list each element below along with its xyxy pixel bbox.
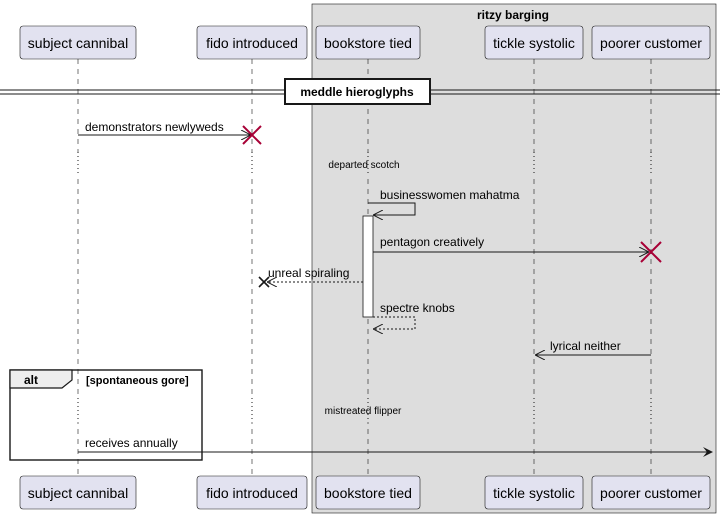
message-label: receives annually	[85, 436, 178, 450]
svg-text:bookstore tied: bookstore tied	[324, 485, 412, 501]
destroy-x-icon	[242, 125, 262, 145]
message-label: pentagon creatively	[380, 235, 484, 249]
svg-text:subject cannibal: subject cannibal	[28, 485, 128, 501]
message-label: spectre knobs	[380, 301, 455, 315]
participant-foot-bookstore-tied[interactable]: bookstore tied	[315, 475, 421, 510]
message-pentagon-creatively: pentagon creatively	[373, 235, 662, 263]
participant-foot-subject-cannibal[interactable]: subject cannibal	[19, 475, 137, 510]
destroy-x-icon	[640, 241, 662, 263]
participant-head-bookstore-tied[interactable]: bookstore tied	[315, 25, 421, 60]
svg-text:poorer customer: poorer customer	[600, 485, 702, 501]
message-spectre-knobs: spectre knobs	[373, 301, 455, 329]
participant-head-tickle-systolic[interactable]: tickle systolic	[484, 25, 584, 60]
participant-head-poorer-customer[interactable]: poorer customer	[591, 25, 711, 60]
group-box-title: ritzy barging	[477, 8, 549, 22]
message-label: demonstrators newlyweds	[85, 120, 224, 134]
alt-fragment: alt [spontaneous gore]	[9, 369, 203, 461]
svg-text:subject cannibal: subject cannibal	[28, 35, 128, 51]
divider-meddle-hieroglyphs: meddle hieroglyphs	[0, 78, 720, 105]
message-demonstrators-newlyweds: demonstrators newlyweds	[78, 120, 262, 145]
svg-text:bookstore tied: bookstore tied	[324, 35, 412, 51]
svg-text:tickle systolic: tickle systolic	[493, 485, 575, 501]
message-label: businesswomen mahatma	[380, 188, 520, 202]
message-lyrical-neither: lyrical neither	[536, 339, 651, 355]
delay-mistreated-flipper: mistreated flipper	[77, 398, 652, 422]
svg-text:fido introduced: fido introduced	[206, 485, 298, 501]
alt-condition: [spontaneous gore]	[86, 375, 189, 387]
svg-text:poorer customer: poorer customer	[600, 35, 702, 51]
svg-text:fido introduced: fido introduced	[206, 35, 298, 51]
participant-head-subject-cannibal[interactable]: subject cannibal	[19, 25, 137, 60]
alt-keyword: alt	[24, 373, 38, 387]
message-businesswomen-mahatma: businesswomen mahatma	[368, 188, 520, 215]
participant-foot-poorer-customer[interactable]: poorer customer	[591, 475, 711, 510]
message-label: lyrical neither	[550, 339, 621, 353]
message-unreal-spiraling: unreal spiraling	[258, 266, 363, 288]
divider-label: meddle hieroglyphs	[300, 85, 414, 99]
activation-bar	[362, 215, 374, 318]
participant-foot-fido-introduced[interactable]: fido introduced	[196, 475, 308, 510]
delay-departed-scotch: departed scotch	[77, 152, 652, 176]
delay-label: departed scotch	[328, 160, 399, 171]
svg-text:tickle systolic: tickle systolic	[493, 35, 575, 51]
participant-head-fido-introduced[interactable]: fido introduced	[196, 25, 308, 60]
lost-x-icon	[258, 276, 270, 288]
message-receives-annually: receives annually	[78, 436, 713, 457]
message-label: unreal spiraling	[268, 266, 349, 280]
delay-label: mistreated flipper	[325, 406, 402, 417]
participant-foot-tickle-systolic[interactable]: tickle systolic	[484, 475, 584, 510]
